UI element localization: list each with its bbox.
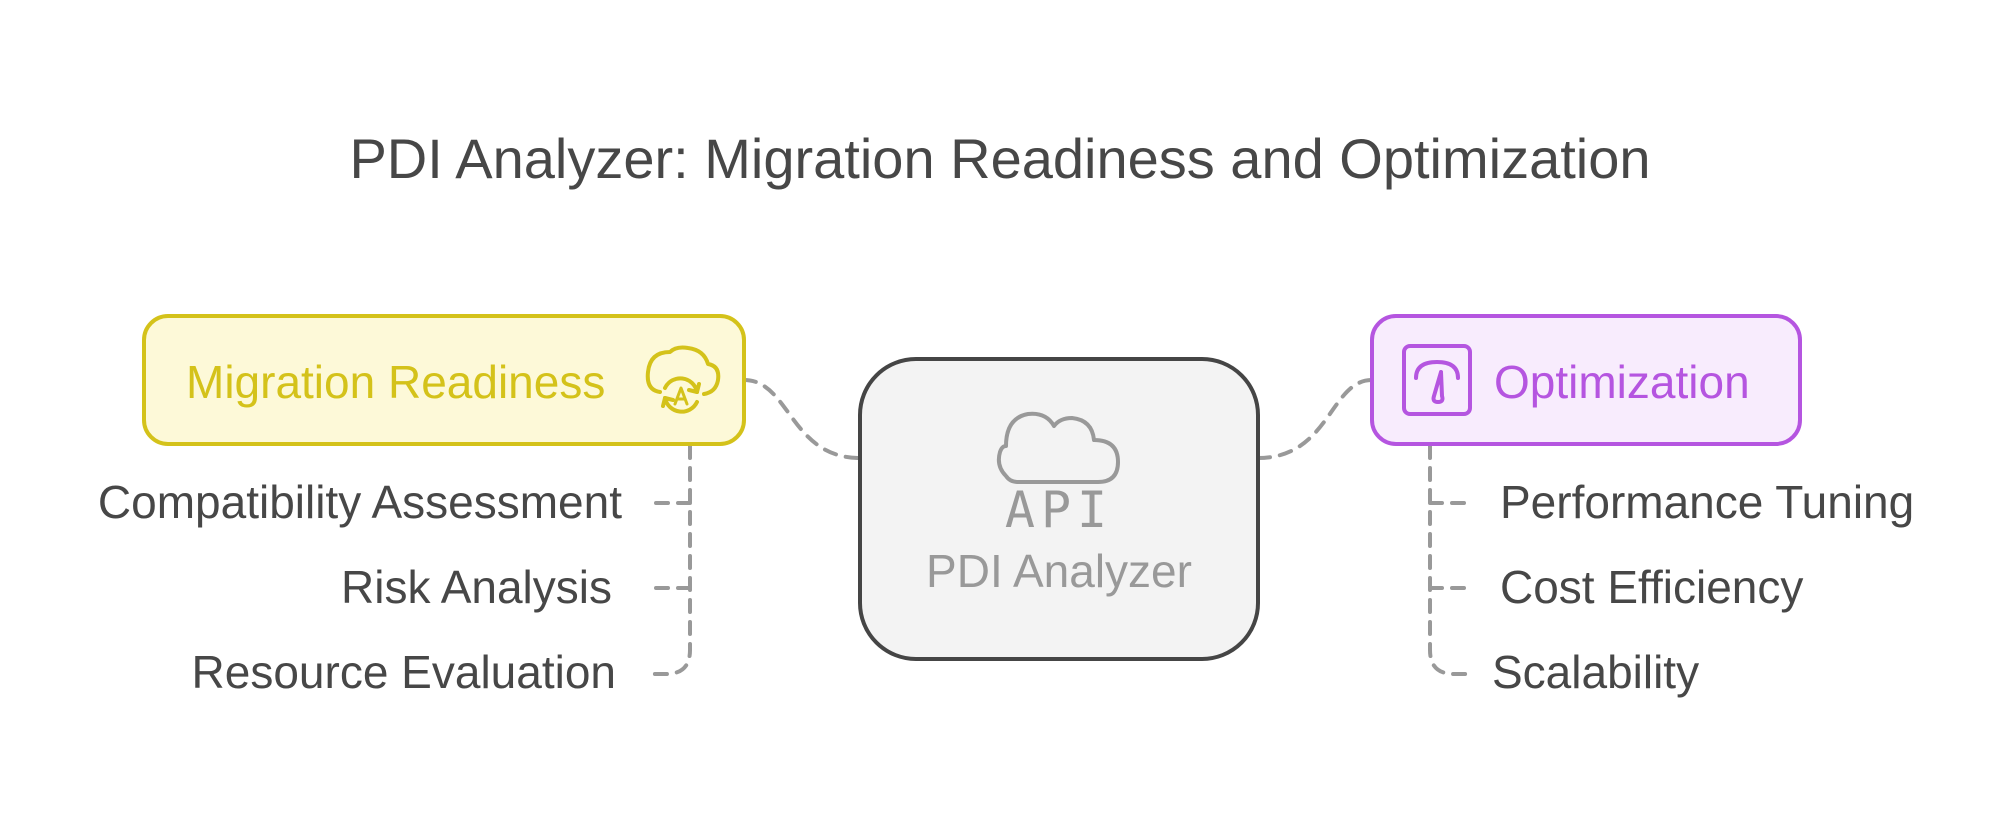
diagram-title: PDI Analyzer: Migration Readiness and Op… [349,127,1650,190]
optimization-box [1370,314,1802,446]
center-node[interactable]: API PDI Analyzer [858,357,1260,661]
migration-readiness-box [142,314,746,446]
connector-migration-items [644,444,692,676]
item-scalability: Scalability [1492,646,1699,698]
center-node-box [858,357,1260,661]
api-icon-text: API [1005,481,1113,539]
item-resource-evaluation: Resource Evaluation [192,646,616,698]
cloud-sync-icon [645,345,721,414]
optimization-label: Optimization [1494,356,1750,408]
item-risk-analysis: Risk Analysis [341,561,612,613]
connector-center-to-migration [742,378,862,460]
migration-readiness-node[interactable]: Migration Readiness [142,314,746,446]
item-compatibility-assessment: Compatibility Assessment [98,476,622,528]
connector-center-to-optimization [1256,378,1374,460]
connector-optimization-items [1428,444,1476,676]
optimization-node[interactable]: Optimization [1370,314,1802,446]
gauge-icon [1402,344,1472,416]
item-cost-efficiency: Cost Efficiency [1500,561,1803,613]
center-node-label: PDI Analyzer [926,545,1192,597]
item-performance-tuning: Performance Tuning [1500,476,1914,528]
cloud-api-icon: API [996,411,1120,539]
migration-readiness-label: Migration Readiness [186,356,605,408]
